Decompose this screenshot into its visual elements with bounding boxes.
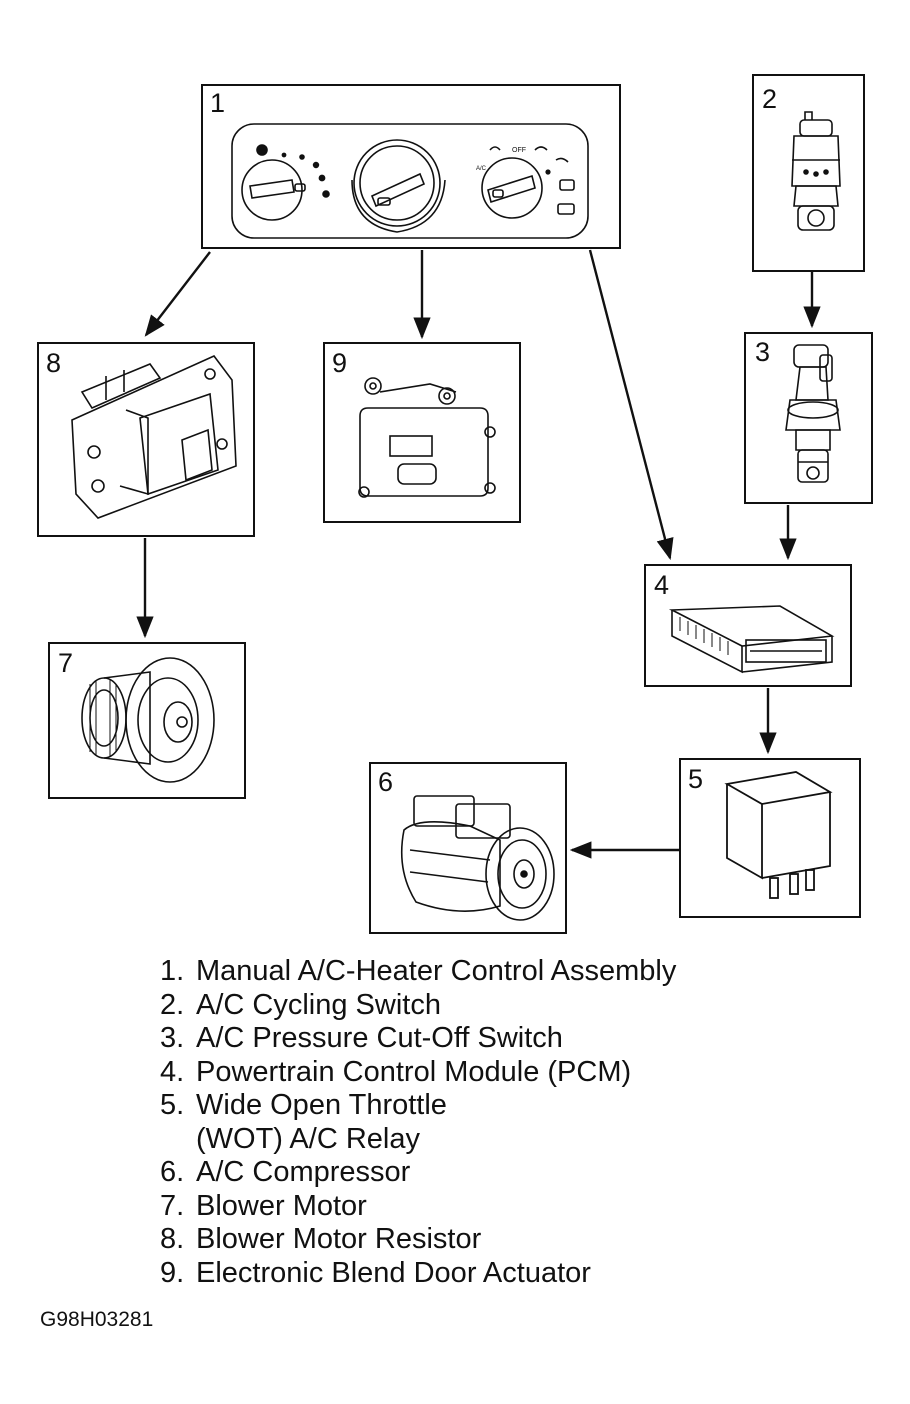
- arrow-1-to-8: [144, 251, 211, 337]
- box-number-7: 7: [58, 648, 73, 678]
- legend-item-9: 9. Electronic Blend Door Actuator: [160, 1257, 860, 1291]
- component-box-4: 4: [644, 564, 852, 687]
- compressor-illustration: [400, 795, 555, 921]
- legend-number: 7.: [160, 1189, 185, 1222]
- legend-text: Powertrain Control Module (PCM): [196, 1055, 632, 1088]
- figure-id: G98H03281: [40, 1308, 154, 1331]
- actuator-illustration: [358, 377, 496, 498]
- pcm-illustration: [668, 605, 835, 674]
- box-number-5: 5: [688, 764, 703, 794]
- box-number-9: 9: [332, 348, 347, 378]
- arrow-1-to-4: [588, 249, 674, 561]
- legend: 1. Manual A/C-Heater Control Assembly 2.…: [160, 955, 860, 1290]
- component-box-7: 7: [48, 642, 246, 799]
- legend-number: 5.: [160, 1089, 185, 1121]
- component-box-8: 8: [37, 342, 255, 537]
- box-number-4: 4: [654, 570, 669, 600]
- box-number-3: 3: [755, 337, 770, 367]
- legend-text: A/C Pressure Cut-Off Switch: [196, 1022, 563, 1054]
- legend-item-3: 3. A/C Pressure Cut-Off Switch: [160, 1022, 860, 1056]
- legend-text: A/C Compressor: [196, 1156, 411, 1188]
- legend-number: 2.: [160, 988, 185, 1021]
- legend-text: A/C Cycling Switch: [196, 988, 441, 1021]
- legend-item-8: 8. Blower Motor Resistor: [160, 1223, 860, 1257]
- cycling-switch-illustration: [791, 111, 841, 231]
- legend-text: Manual A/C-Heater Control Assembly: [196, 955, 677, 987]
- legend-number: 8.: [160, 1223, 185, 1255]
- component-box-9: 9: [323, 342, 521, 523]
- connection-arrows: [136, 249, 821, 859]
- legend-number: 4.: [160, 1055, 185, 1088]
- component-box-6: 6: [369, 762, 567, 934]
- resistor-illustration: [71, 355, 237, 519]
- legend-text: (WOT) A/C Relay: [196, 1122, 420, 1155]
- legend-number: 1.: [160, 955, 185, 987]
- panel-ac-label: A/C: [476, 166, 487, 172]
- box-number-8: 8: [46, 348, 61, 378]
- legend-item-5-continued: (WOT) A/C Relay: [160, 1123, 860, 1157]
- legend-text: Blower Motor: [196, 1189, 367, 1222]
- legend-text: Electronic Blend Door Actuator: [196, 1256, 591, 1289]
- panel-off-label: OFF: [512, 147, 526, 154]
- control-panel-illustration: [231, 123, 589, 239]
- legend-number: 3.: [160, 1022, 185, 1054]
- component-box-1: 1: [201, 84, 621, 249]
- blower-motor-illustration: [81, 657, 215, 783]
- box-number-1: 1: [210, 88, 225, 118]
- component-box-3: 3: [744, 332, 873, 504]
- component-box-2: 2: [752, 74, 865, 272]
- pressure-switch-illustration: [785, 344, 841, 483]
- legend-text: Wide Open Throttle: [196, 1089, 447, 1121]
- legend-item-4: 4. Powertrain Control Module (PCM): [160, 1056, 860, 1090]
- relay-illustration: [724, 771, 833, 899]
- legend-item-7: 7. Blower Motor: [160, 1190, 860, 1224]
- legend-item-1: 1. Manual A/C-Heater Control Assembly: [160, 955, 860, 989]
- diagram-canvas: 1: [37, 74, 873, 934]
- legend-item-2: 2. A/C Cycling Switch: [160, 989, 860, 1023]
- box-number-2: 2: [762, 84, 777, 114]
- legend-text: Blower Motor Resistor: [196, 1223, 482, 1255]
- box-number-6: 6: [378, 767, 393, 797]
- legend-number: 9.: [160, 1256, 185, 1289]
- legend-item-5: 5. Wide Open Throttle: [160, 1089, 860, 1123]
- legend-item-6: 6. A/C Compressor: [160, 1156, 860, 1190]
- component-box-5: 5: [679, 758, 861, 918]
- legend-number: 6.: [160, 1156, 185, 1188]
